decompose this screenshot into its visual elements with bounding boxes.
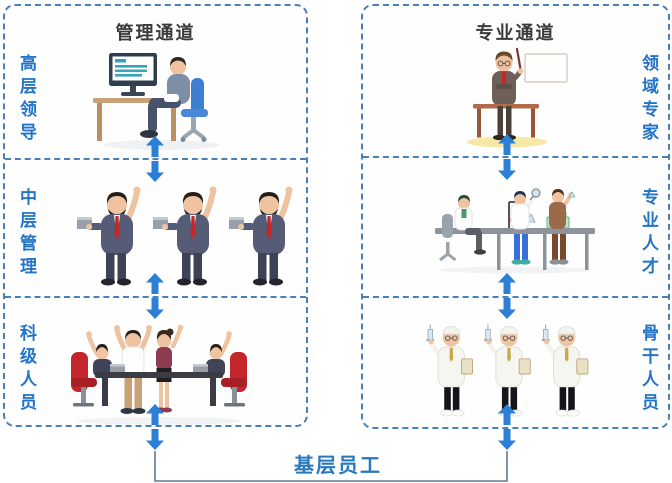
up-down-arrow: [145, 136, 165, 182]
row-separator: [363, 296, 668, 298]
team-meeting-illustration: [71, 324, 247, 425]
level-label-domain-expert: 领域专家: [639, 54, 658, 146]
up-down-arrow: [497, 404, 517, 450]
up-down-arrow: [497, 273, 517, 319]
level-label-middle-management: 中层管理: [17, 188, 36, 280]
base-connector-line: [154, 451, 508, 482]
up-down-arrow: [497, 134, 517, 180]
lab-scientists-illustration: [435, 188, 595, 274]
professional-channel-box: 专业通道 领域专家 专业人才 骨干人员: [361, 4, 670, 429]
expert-lecturer-illustration: [467, 47, 568, 148]
base-staff-label: 基层员工: [294, 455, 382, 477]
level-label-professional-talent: 专业人才: [639, 188, 658, 280]
row-separator: [5, 296, 306, 298]
professional-channel-title: 专业通道: [475, 23, 556, 43]
management-channel-title: 管理通道: [115, 23, 196, 43]
executive-at-desk-illustration: [93, 53, 219, 150]
up-down-arrow: [145, 404, 165, 450]
management-channel-box: 管理通道 高层领导 中层管理 科级人员: [3, 4, 308, 427]
level-label-section-staff: 科级人员: [17, 324, 36, 416]
cheering-managers-illustration: [77, 182, 305, 288]
row-separator: [363, 156, 668, 158]
level-label-backbone-staff: 骨干人员: [639, 324, 658, 416]
up-down-arrow: [145, 273, 165, 319]
row-separator: [5, 158, 306, 160]
level-label-senior-leaders: 高层领导: [17, 54, 36, 146]
